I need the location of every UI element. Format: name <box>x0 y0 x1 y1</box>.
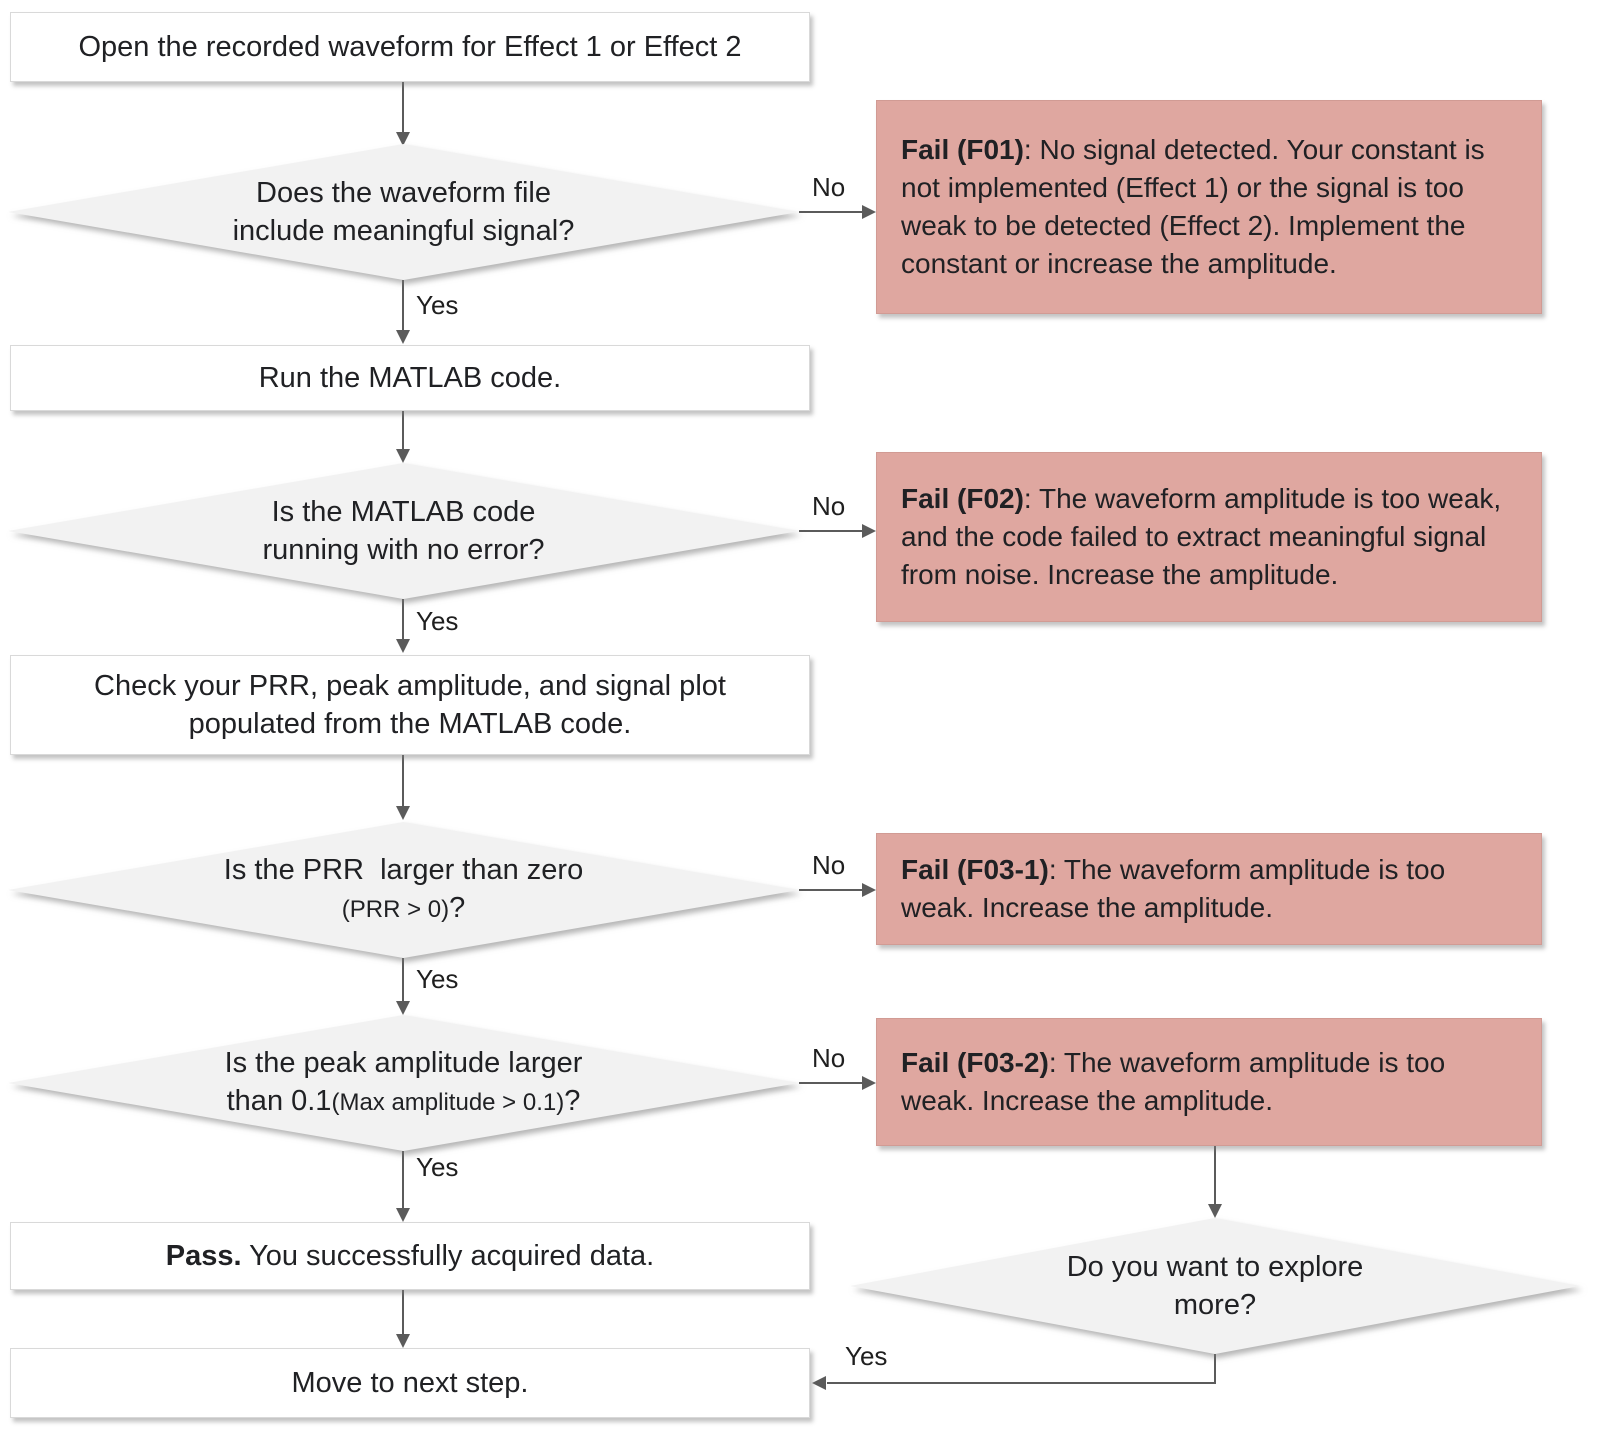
decision-text: than 0.1(Max amplitude > 0.1)? <box>227 1082 581 1122</box>
decision-text: Does the waveform file <box>256 177 551 209</box>
fail-f02-text: Fail (F02): The waveform amplitude is to… <box>901 480 1517 594</box>
step-move-next-label: Move to next step. <box>291 1367 529 1399</box>
decision-text: Is the peak amplitude larger <box>224 1047 583 1079</box>
step-open-waveform-label: Open the recorded waveform for Effect 1 … <box>78 31 742 63</box>
arrowhead <box>812 1376 826 1390</box>
edge-label-yes: Yes <box>416 606 459 636</box>
decision-text: Is the PRR larger than zero <box>223 854 584 886</box>
fail-f01-box: Fail (F01): No signal detected. Your con… <box>876 100 1542 314</box>
edge-label-no: No <box>812 850 846 880</box>
decision-diamond: Does the waveform file include meaningfu… <box>8 144 799 280</box>
step-run-matlab-label: Run the MATLAB code. <box>258 362 562 394</box>
edge-label-yes: Yes <box>845 1341 888 1371</box>
arrowhead <box>396 132 410 146</box>
step-check-prr-line2: populated from the MATLAB code. <box>188 708 632 740</box>
step-check-prr-line1: Check your PRR, peak amplitude, and sign… <box>94 670 726 702</box>
decision-matlab-no-error: Is the MATLAB code running with no error… <box>8 463 799 599</box>
decision-peak-amplitude: Is the peak amplitude larger than 0.1(Ma… <box>8 1015 799 1151</box>
decision-diamond: Is the MATLAB code running with no error… <box>8 463 799 599</box>
arrowhead <box>396 1208 410 1222</box>
decision-waveform-has-signal: Does the waveform file include meaningfu… <box>8 144 799 280</box>
decision-diamond: Is the PRR larger than zero (PRR > 0)? <box>8 822 799 958</box>
fail-f03-1-title: Fail (F03-1) <box>901 854 1049 885</box>
edge-label-yes: Yes <box>416 1152 459 1182</box>
arrowhead <box>396 1334 410 1348</box>
decision-text: running with no error? <box>262 534 545 566</box>
arrowhead <box>1208 1204 1222 1218</box>
edge-label-no: No <box>812 172 846 202</box>
fail-f03-2-box: Fail (F03-2): The waveform amplitude is … <box>876 1018 1542 1146</box>
decision-explore-more: Do you want to explore more? <box>850 1218 1580 1354</box>
step-run-matlab: Run the MATLAB code. <box>10 345 810 411</box>
arrowhead <box>862 524 876 538</box>
fail-f03-2-title: Fail (F03-2) <box>901 1047 1049 1078</box>
fail-f02-title: Fail (F02) <box>901 483 1024 514</box>
fail-f02-box: Fail (F02): The waveform amplitude is to… <box>876 452 1542 622</box>
arrowhead <box>396 449 410 463</box>
decision-text: Is the MATLAB code <box>271 496 536 528</box>
step-pass-label: Pass. You successfully acquired data. <box>166 1237 655 1275</box>
fail-f03-1-text: Fail (F03-1): The waveform amplitude is … <box>901 851 1517 927</box>
arrowhead <box>862 205 876 219</box>
decision-condition: (Max amplitude > 0.1) <box>331 1089 565 1116</box>
arrowhead <box>396 806 410 820</box>
fail-f03-2-text: Fail (F03-2): The waveform amplitude is … <box>901 1044 1517 1120</box>
fail-f01-text: Fail (F01): No signal detected. Your con… <box>901 131 1517 283</box>
fail-f03-1-box: Fail (F03-1): The waveform amplitude is … <box>876 833 1542 945</box>
step-open-waveform: Open the recorded waveform for Effect 1 … <box>10 12 810 82</box>
fail-f01-title: Fail (F01) <box>901 134 1024 165</box>
decision-condition: (PRR > 0) <box>341 896 450 923</box>
step-pass: Pass. You successfully acquired data. <box>10 1222 810 1290</box>
edge-label-no: No <box>812 491 846 521</box>
fail-f03-1-body: : The waveform amplitude is too weak. In… <box>901 854 1446 923</box>
arrowhead <box>862 883 876 897</box>
step-move-next: Move to next step. <box>10 1348 810 1418</box>
edge-label-yes: Yes <box>416 964 459 994</box>
arrowhead <box>396 330 410 344</box>
decision-text: (PRR > 0)? <box>342 889 466 929</box>
decision-diamond: Is the peak amplitude larger than 0.1(Ma… <box>8 1015 799 1151</box>
arrowhead <box>862 1076 876 1090</box>
edge-label-yes: Yes <box>416 290 459 320</box>
arrow-d5-to-move <box>827 1354 1216 1384</box>
decision-text-prefix: than 0.1 <box>226 1085 332 1117</box>
edge-label-no: No <box>812 1043 846 1073</box>
decision-question-mark: ? <box>449 892 466 924</box>
fail-f03-2-body: : The waveform amplitude is too weak. In… <box>901 1047 1446 1116</box>
pass-body: You successfully acquired data. <box>241 1240 655 1272</box>
decision-diamond: Do you want to explore more? <box>850 1218 1580 1354</box>
decision-text: Do you want to explore <box>1066 1251 1364 1283</box>
decision-text: include meaningful signal? <box>232 215 575 247</box>
decision-text: more? <box>1173 1289 1257 1321</box>
fail-f01-body: : No signal detected. Your constant is n… <box>901 134 1485 279</box>
arrowhead <box>396 639 410 653</box>
decision-question-mark: ? <box>564 1085 581 1117</box>
pass-title: Pass. <box>165 1240 242 1272</box>
arrowhead <box>396 1001 410 1015</box>
decision-prr-positive: Is the PRR larger than zero (PRR > 0)? <box>8 822 799 958</box>
fail-f02-body: : The waveform amplitude is too weak, an… <box>901 483 1502 590</box>
step-check-prr: Check your PRR, peak amplitude, and sign… <box>10 655 810 755</box>
